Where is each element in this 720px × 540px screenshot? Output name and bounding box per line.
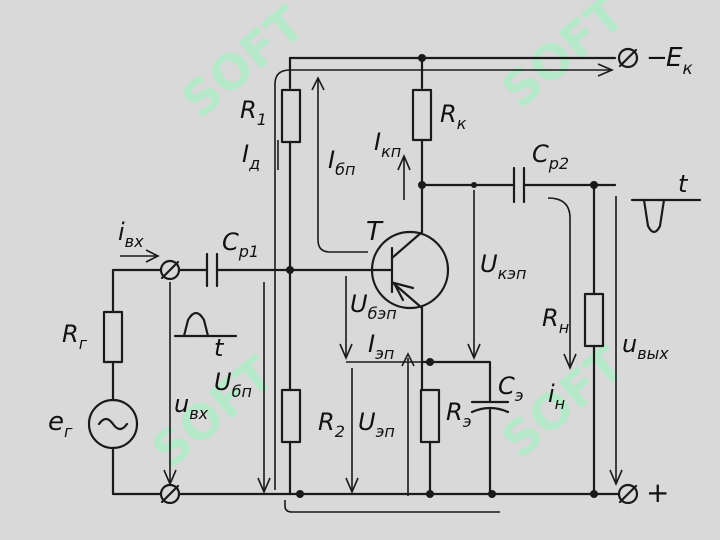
label-ukep: Uкэп (480, 250, 526, 283)
label-uvx: uвх (174, 390, 209, 423)
input-terminal-slash (160, 260, 180, 280)
return-current-path (274, 69, 610, 490)
junction-top (418, 54, 426, 62)
supply-minus-terminal[interactable] (617, 47, 639, 69)
return-current-arrow (597, 63, 615, 77)
label-r1: R1 (240, 96, 267, 129)
resistor-r2 (280, 388, 302, 444)
junction-re-ground (426, 490, 434, 498)
resistor-rg (102, 310, 124, 364)
junction-load-ground (590, 490, 598, 498)
label-t-in: t (214, 334, 225, 362)
bottom-current-path (284, 500, 500, 513)
supply-minus-slash (618, 48, 638, 68)
label-ivx: iвх (118, 218, 144, 251)
label-ubp: Uбп (214, 368, 252, 401)
label-uep: Uэп (358, 408, 395, 441)
sine-icon (97, 417, 129, 431)
resistor-rk (411, 88, 433, 142)
supply-plus-terminal[interactable] (617, 483, 639, 505)
label-in: iн (548, 380, 565, 413)
ikp-arrow-head (397, 153, 411, 171)
label-t-out: t (678, 170, 689, 198)
label-rk: Rк (440, 100, 467, 133)
transistor-collector-lead (390, 230, 424, 260)
ce-plate-2 (470, 406, 510, 414)
ibp-arrow-head (311, 76, 325, 91)
label-id: Iд (242, 140, 260, 173)
generator-top-wire (111, 268, 163, 314)
minus-sign: − (646, 43, 668, 73)
label-r2: R2 (318, 408, 345, 441)
junction-base (286, 266, 294, 274)
label-rn: Rн (542, 304, 569, 337)
output-waveform (642, 198, 666, 234)
label-re: Rэ (446, 398, 471, 431)
svg-text:SOFT: SOFT (492, 0, 636, 119)
ukep-arrow-head (467, 343, 481, 361)
junction-ce-ground (488, 490, 496, 498)
supply-plus-slash (618, 484, 638, 504)
watermark-2: SOFT (492, 0, 636, 119)
label-ek: Eк (666, 43, 693, 79)
label-t: T (366, 217, 384, 247)
label-ubep: Uбэп (350, 290, 397, 323)
ibp-current-path (317, 80, 368, 253)
label-eg: eг (48, 407, 73, 441)
junction-r2-ground (296, 490, 304, 498)
label-ikp: Iкп (374, 128, 401, 161)
in-current-path (547, 197, 571, 366)
label-ce: Cэ (498, 372, 524, 405)
label-rg: Rг (62, 320, 88, 353)
label-uvyx: uвых (622, 330, 669, 363)
uep-arrow-head (345, 477, 359, 495)
transistor-emitter-arrow (392, 281, 415, 302)
emitter-to-ce-wire (420, 360, 492, 404)
ubep-arrow-head (339, 343, 353, 361)
generator-bottom-wire (111, 446, 163, 496)
iep-arrow-head (401, 352, 415, 367)
plus-sign: + (646, 476, 669, 509)
input-ground-slash (160, 484, 180, 504)
uvyx-arrow-head (609, 469, 623, 487)
junction-ukep-top (471, 182, 477, 188)
resistor-re (419, 388, 441, 444)
label-cp1: Cр1 (222, 228, 259, 261)
ivx-arrow-head (145, 249, 160, 263)
in-arrow-head (563, 353, 577, 371)
label-cp2: Cр2 (532, 140, 569, 173)
input-waveform (182, 311, 210, 338)
resistor-r1 (280, 88, 302, 144)
ubp-arrow-head (257, 477, 271, 495)
label-ibp: Iбп (328, 146, 355, 179)
label-iep: Iэп (368, 330, 394, 363)
